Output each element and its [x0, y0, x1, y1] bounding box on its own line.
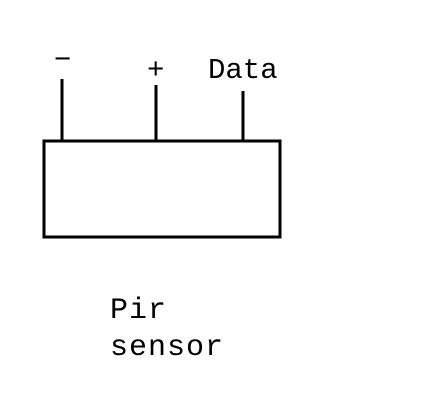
pin-label-data: Data [208, 54, 278, 87]
sensor-body [42, 139, 282, 239]
pin-label-positive: + [147, 54, 164, 87]
component-name-line1: Pir [110, 294, 167, 328]
pin-label-negative: − [54, 44, 71, 77]
component-name-line2: sensor [110, 331, 224, 365]
